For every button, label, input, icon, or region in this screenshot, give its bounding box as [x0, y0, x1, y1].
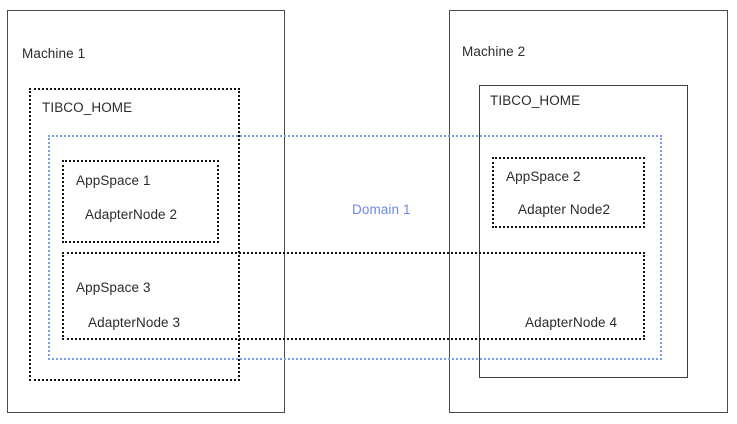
machine-2-label: Machine 2: [462, 44, 526, 59]
machine-1-tibco-home-label: TIBCO_HOME: [42, 100, 133, 115]
appspace-3-frame: [62, 252, 645, 340]
domain-1-label: Domain 1: [352, 202, 411, 217]
machine-1-label: Machine 1: [22, 46, 86, 61]
domain-1-boundary: [48, 135, 662, 360]
appspace-2-label: AppSpace 2: [506, 169, 581, 184]
appspace-3-node-4-label: AdapterNode 4: [525, 315, 618, 330]
machine-2-tibco-home-frame: [479, 85, 688, 378]
machine-1-frame: [7, 10, 285, 413]
appspace-3-label: AppSpace 3: [76, 280, 151, 295]
appspace-3-node-label: AdapterNode 3: [88, 315, 181, 330]
appspace-1-node-label: AdapterNode 2: [85, 207, 178, 222]
machine-2-tibco-home-label: TIBCO_HOME: [490, 93, 581, 108]
appspace-1-frame: [62, 160, 219, 243]
machine-1-tibco-home-frame: [29, 88, 240, 381]
appspace-2-frame: [492, 157, 645, 228]
machine-2-frame: [449, 10, 728, 413]
appspace-1-label: AppSpace 1: [76, 173, 151, 188]
appspace-2-node-label: Adapter Node2: [518, 202, 611, 217]
